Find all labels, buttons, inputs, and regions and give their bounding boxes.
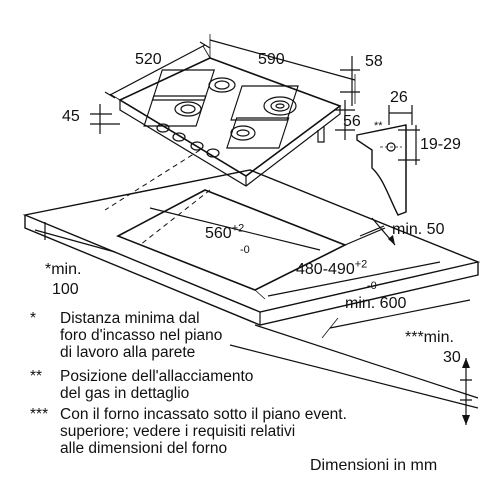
- footnote-line: Con il forno incassato sotto il piano ev…: [60, 406, 347, 423]
- dim-min-100-line2: 100: [52, 281, 79, 298]
- burner-back-right: [263, 96, 297, 116]
- dim-min-600: min. 600: [345, 295, 407, 312]
- knob-3: [190, 141, 204, 151]
- dim-cutout-depth-value: 480-490: [296, 261, 355, 278]
- dim-min-100-line1: *min.: [45, 261, 82, 278]
- knob-1: [156, 123, 170, 133]
- tol-minus: -0: [367, 280, 377, 292]
- footnote-mark: ***: [30, 406, 49, 423]
- tol-minus: -0: [240, 244, 250, 256]
- footnote-2: ** Posizione dell'allacciamento del gas i…: [30, 368, 253, 402]
- footnote-1: * Distanza minima dal foro d'incasso nel …: [30, 310, 222, 361]
- units-label: Dimensioni in mm: [310, 457, 438, 474]
- burner-back-left: [208, 77, 236, 93]
- knob-4: [206, 148, 220, 158]
- footnote-line: alle dimensioni del forno: [60, 440, 228, 457]
- hob-plate-thickness: [119, 100, 341, 187]
- dim-min-30-line2: 30: [443, 349, 461, 366]
- footnote-line: di lavoro alla parete: [60, 344, 196, 361]
- footnote-line: foro d'incasso nel piano: [60, 327, 223, 344]
- dim-min-30-line1: ***min.: [405, 329, 454, 346]
- dim-58: 58: [365, 53, 383, 70]
- gas-connection-marker: **: [374, 120, 383, 132]
- burner-front-right: [230, 125, 256, 141]
- knob-2: [172, 132, 186, 142]
- dim-cutout-depth: 480-490+2 -0: [296, 258, 377, 292]
- dim-cutout-width: 560+2 -0: [205, 222, 250, 256]
- burner-front-left: [174, 101, 202, 117]
- dim-520: 520: [135, 51, 162, 68]
- dim-590: 590: [258, 51, 285, 68]
- hob-plate: [118, 57, 342, 177]
- tol-plus: +2: [354, 258, 368, 271]
- grate-front-right: [226, 117, 290, 149]
- footnote-line: Posizione dell'allacciamento: [60, 368, 254, 385]
- footnote-mark: **: [30, 368, 43, 385]
- dim-45: 45: [62, 108, 80, 125]
- grate-back-right: [230, 85, 299, 121]
- footnote-line: superiore; vedere i requisiti relativi: [60, 423, 296, 440]
- footnote-3: *** Con il forno incassato sotto il piano…: [30, 406, 347, 457]
- dim-19-29: 19-29: [420, 136, 461, 153]
- dim-min-50: min. 50: [392, 221, 445, 238]
- footnote-mark: *: [30, 310, 37, 327]
- dim-cutout-width-value: 560: [205, 225, 232, 242]
- profile-detail: [356, 124, 407, 216]
- footnote-line: del gas in dettaglio: [60, 385, 190, 402]
- footnote-line: Distanza minima dal: [60, 310, 200, 327]
- tol-plus: +2: [231, 222, 245, 235]
- dim-56: 56: [343, 113, 361, 130]
- dim-26: 26: [390, 89, 408, 106]
